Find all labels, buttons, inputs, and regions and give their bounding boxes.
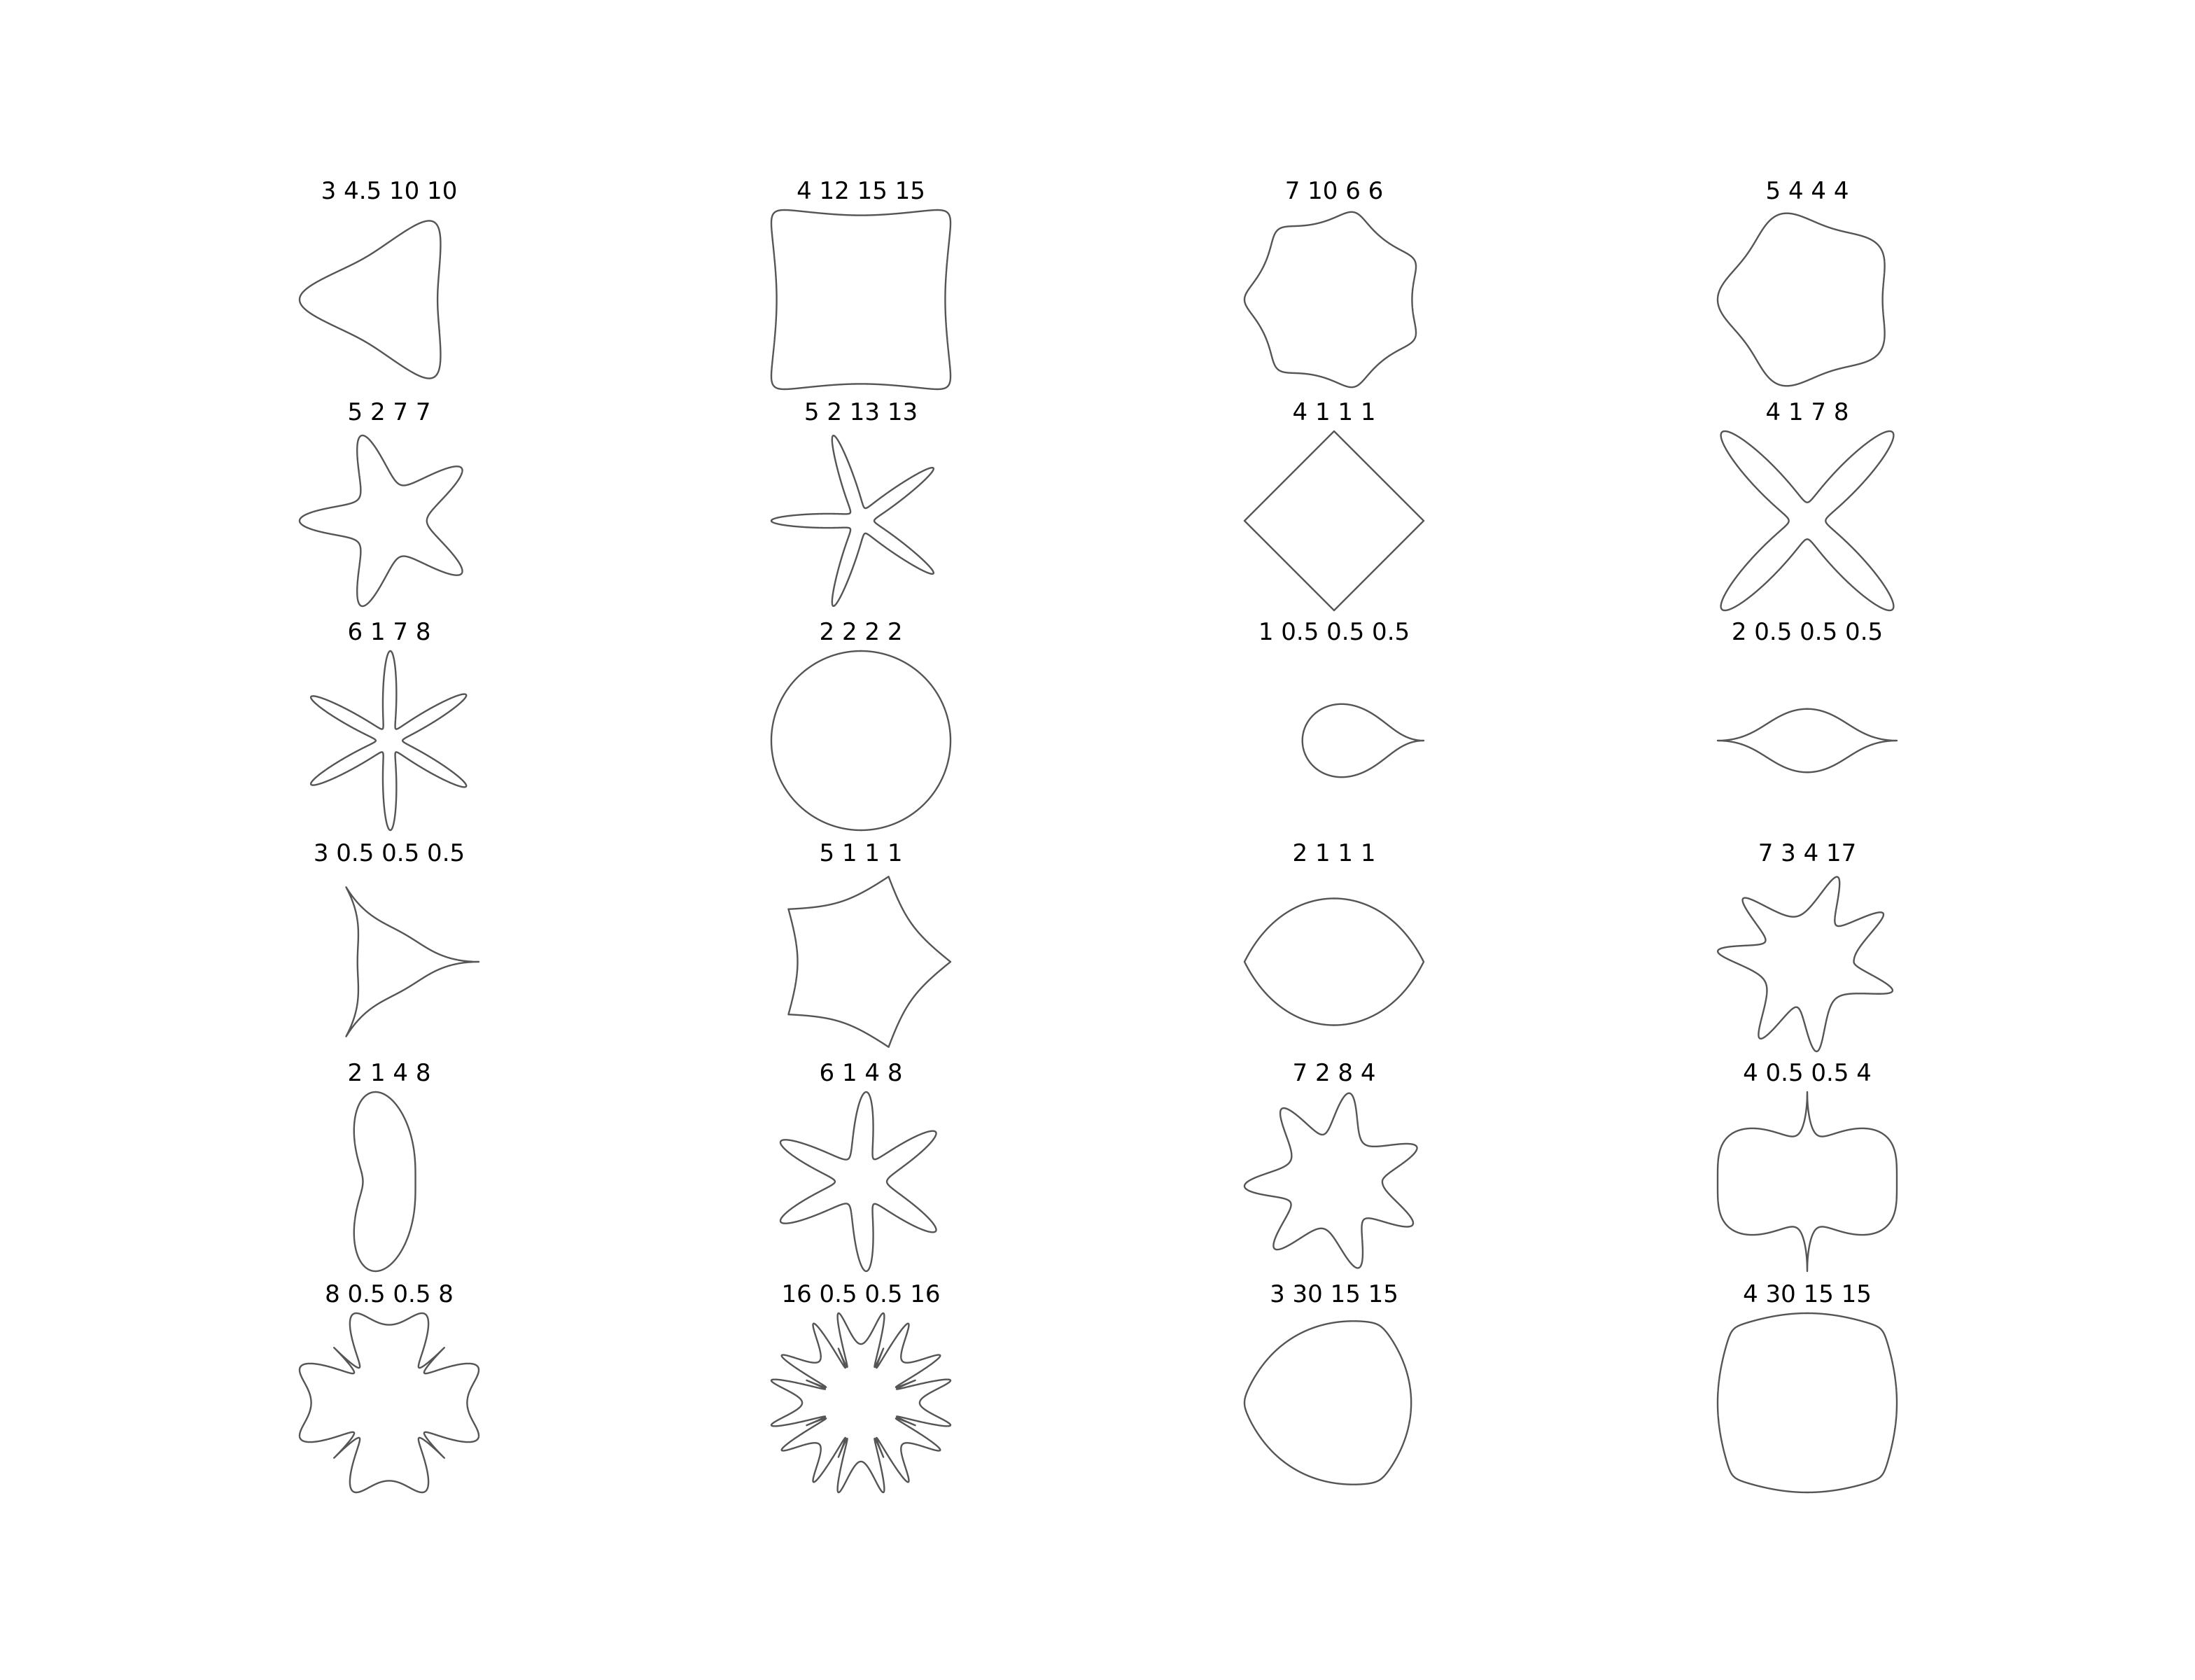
supershape-curve: [1243, 430, 1425, 612]
supershape-curve: [1720, 430, 1895, 612]
supershape-curve: [1716, 708, 1898, 774]
shape-cell-10: 2 2 2 2: [770, 618, 952, 832]
shape-label: 2 1 4 8: [348, 1059, 431, 1087]
shape-cells: 3 4.5 10 10 4 12 15 15 7 10 6 6 5 4 4 4 5 2 …: [298, 177, 1898, 1494]
shape-cell-11: 1 0.5 0.5 0.5: [1258, 618, 1425, 778]
shape-label: 4 30 15 15: [1743, 1280, 1872, 1308]
shape-label: 6 1 4 8: [820, 1059, 903, 1087]
supershape-curve: [1243, 1320, 1412, 1485]
supershape-curve: [770, 435, 934, 607]
supershape-curve: [770, 650, 952, 832]
shape-cell-24: 4 30 15 15: [1716, 1280, 1898, 1494]
shape-cell-4: 5 4 4 4: [1716, 177, 1886, 387]
shape-label: 4 12 15 15: [797, 177, 925, 205]
shape-label: 4 0.5 0.5 4: [1743, 1059, 1872, 1087]
supershape-curve: [1716, 876, 1894, 1053]
shape-label: 1 0.5 0.5 0.5: [1258, 618, 1410, 646]
shape-cell-9: 6 1 7 8: [309, 618, 468, 832]
shape-cell-2: 4 12 15 15: [770, 177, 952, 391]
shape-cell-18: 6 1 4 8: [779, 1059, 937, 1273]
supershape-curve: [787, 876, 952, 1048]
supershape-curve: [1716, 212, 1886, 387]
supershape-curve: [770, 1312, 952, 1494]
shape-label: 7 2 8 4: [1293, 1059, 1376, 1087]
supershape-curve: [1243, 1092, 1418, 1269]
shape-label: 7 10 6 6: [1285, 177, 1384, 205]
shape-label: 3 0.5 0.5 0.5: [314, 839, 465, 867]
shape-label: 5 2 13 13: [804, 398, 918, 426]
shape-cell-6: 5 2 13 13: [770, 398, 934, 607]
shape-label: 7 3 4 17: [1758, 839, 1857, 867]
shape-label: 2 2 2 2: [820, 618, 903, 646]
supershape-curve: [770, 209, 952, 391]
shape-cell-21: 8 0.5 0.5 8: [298, 1280, 480, 1494]
shape-cell-15: 2 1 1 1: [1243, 839, 1425, 1026]
shape-label: 3 30 15 15: [1270, 1280, 1398, 1308]
shape-label: 5 1 1 1: [820, 839, 903, 867]
supershape-curve: [298, 1312, 480, 1494]
supershape-curve: [1716, 1091, 1898, 1273]
shape-cell-19: 7 2 8 4: [1243, 1059, 1418, 1269]
shape-cell-7: 4 1 1 1: [1243, 398, 1425, 612]
shape-label: 4 1 7 8: [1766, 398, 1849, 426]
shape-cell-5: 5 2 7 7: [298, 398, 463, 608]
shape-cell-13: 3 0.5 0.5 0.5: [314, 839, 480, 1037]
shape-label: 4 1 1 1: [1293, 398, 1376, 426]
supershape-curve: [298, 434, 463, 608]
shape-label: 2 1 1 1: [1293, 839, 1376, 867]
shape-label: 2 0.5 0.5 0.5: [1732, 618, 1883, 646]
supershape-curve: [1301, 703, 1425, 778]
shape-cell-3: 7 10 6 6: [1243, 177, 1417, 388]
shape-cell-8: 4 1 7 8: [1720, 398, 1895, 612]
shape-cell-20: 4 0.5 0.5 4: [1716, 1059, 1898, 1273]
shape-cell-12: 2 0.5 0.5 0.5: [1716, 618, 1898, 774]
shape-cell-16: 7 3 4 17: [1716, 839, 1894, 1053]
supershape-curve: [309, 650, 468, 832]
supershape-curve: [1243, 211, 1417, 388]
shape-cell-14: 5 1 1 1: [787, 839, 952, 1048]
supershape-curve: [298, 220, 442, 379]
supershape-curve: [1716, 1312, 1898, 1494]
shape-label: 5 2 7 7: [348, 398, 431, 426]
supershape-curve: [345, 886, 480, 1037]
shape-label: 5 4 4 4: [1766, 177, 1849, 205]
supershape-curve: [779, 1091, 937, 1273]
supershape-curve: [353, 1091, 416, 1273]
shape-label: 16 0.5 0.5 16: [781, 1280, 940, 1308]
shape-cell-23: 3 30 15 15: [1243, 1280, 1412, 1485]
shape-cell-22: 16 0.5 0.5 16: [770, 1280, 952, 1494]
supershape-curve: [1243, 897, 1425, 1026]
shape-label: 6 1 7 8: [348, 618, 431, 646]
shape-label: 3 4.5 10 10: [321, 177, 458, 205]
shape-cell-17: 2 1 4 8: [348, 1059, 431, 1273]
shape-label: 8 0.5 0.5 8: [325, 1280, 454, 1308]
shape-cell-1: 3 4.5 10 10: [298, 177, 458, 379]
